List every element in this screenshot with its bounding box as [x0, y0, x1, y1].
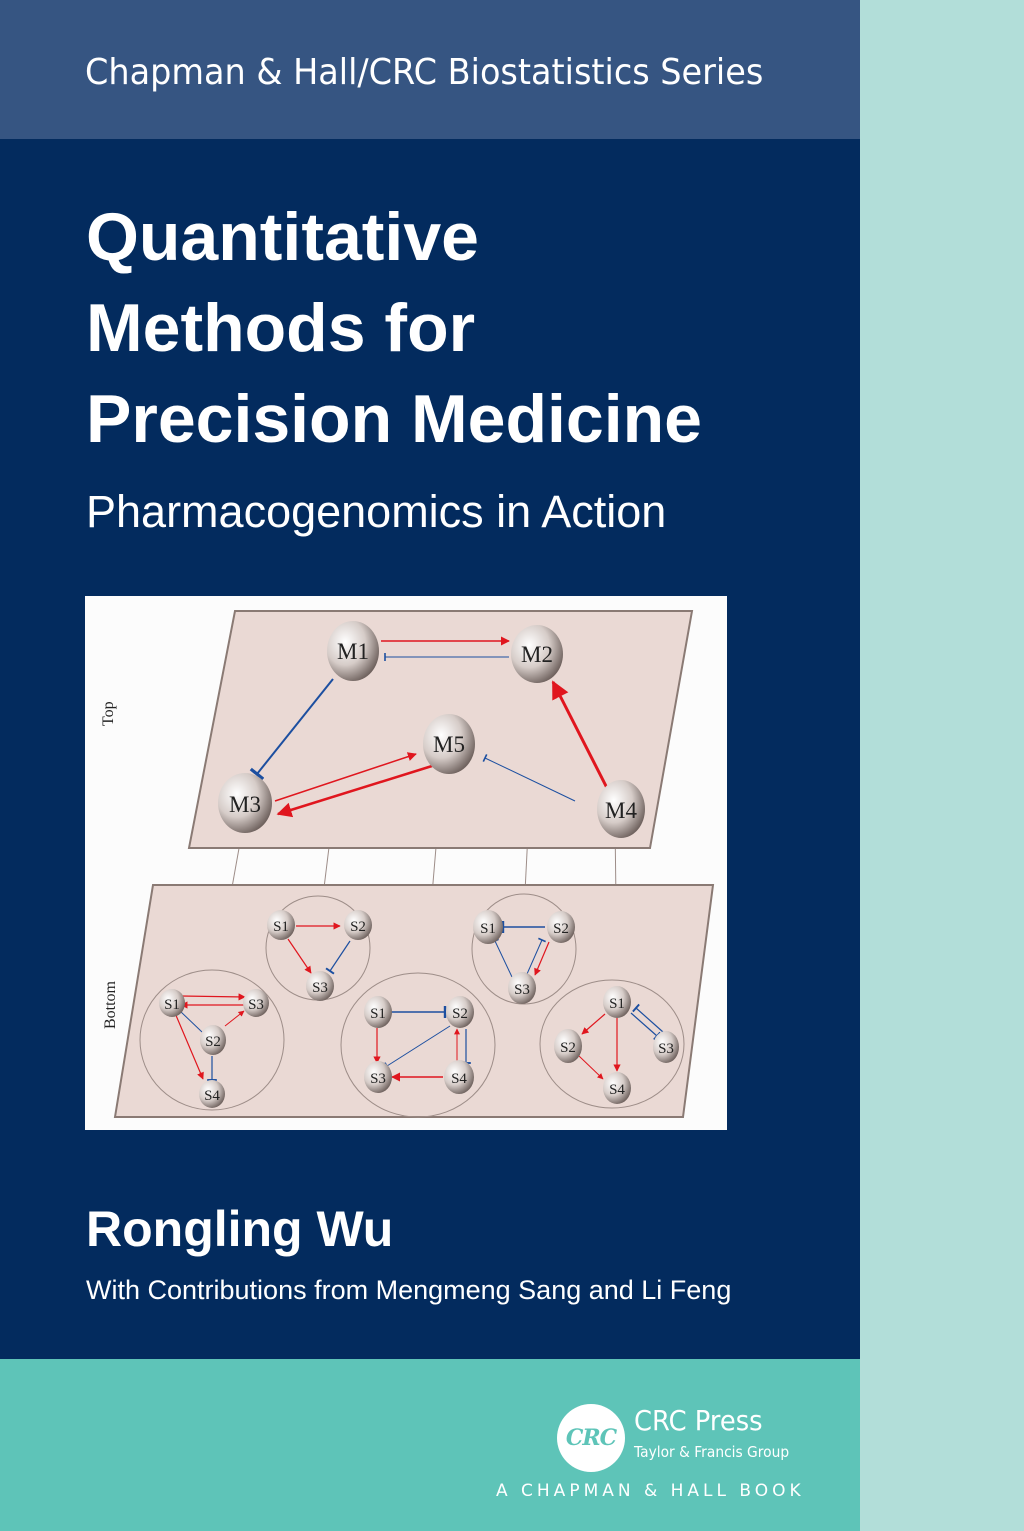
node-s1: S1: [609, 996, 625, 1012]
node-s4: S4: [204, 1088, 220, 1104]
node-s2: S2: [560, 1040, 576, 1056]
node-s3: S3: [514, 982, 530, 998]
node-s1: S1: [273, 919, 289, 935]
node-s2: S2: [350, 919, 366, 935]
network-diagram: Top M1 M2 M3 M4 M5: [85, 596, 727, 1130]
crc-logo-icon: CRC: [557, 1404, 625, 1472]
subnetwork-m4: S1 S2 S3 S4: [539, 979, 685, 1109]
subnetwork-m1: S1 S2 S3: [265, 895, 372, 1001]
title-line-1: Quantitative: [86, 199, 479, 275]
publisher-group: Taylor & Francis Group: [634, 1443, 790, 1461]
book-title: Quantitative Methods for Precision Medic…: [86, 192, 702, 465]
bottom-plane-label: Bottom: [102, 980, 119, 1029]
top-plane-label: Top: [100, 701, 117, 726]
node-m3: M3: [229, 792, 261, 817]
imprint-line: A CHAPMAN & HALL BOOK: [496, 1481, 805, 1501]
subnetwork-m2: S1 S2 S3: [471, 893, 577, 1005]
title-line-3: Precision Medicine: [86, 381, 702, 457]
node-m5: M5: [433, 732, 465, 757]
book-cover: Chapman & Hall/CRC Biostatistics Series …: [0, 0, 860, 1531]
back-spine-strip: [860, 0, 1024, 1531]
author-name: Rongling Wu: [86, 1201, 394, 1257]
crc-logo-text: CRC: [565, 1425, 617, 1451]
node-s2: S2: [553, 921, 569, 937]
node-s1: S1: [480, 921, 496, 937]
node-s3: S3: [370, 1071, 386, 1087]
node-s2: S2: [205, 1034, 221, 1050]
series-name: Chapman & Hall/CRC Biostatistics Series: [85, 52, 764, 93]
book-subtitle: Pharmacogenomics in Action: [86, 486, 667, 537]
subnetwork-m3: S1 S3 S2 S4: [139, 969, 285, 1111]
node-s1: S1: [164, 997, 180, 1013]
series-banner: Chapman & Hall/CRC Biostatistics Series: [0, 0, 860, 139]
node-s1: S1: [370, 1006, 386, 1022]
contributors-line: With Contributions from Mengmeng Sang an…: [86, 1275, 732, 1305]
title-line-2: Methods for: [86, 290, 476, 366]
node-m2: M2: [521, 642, 553, 667]
node-s2: S2: [452, 1006, 468, 1022]
bottom-plane: Bottom S1 S3 S2 S4: [102, 884, 715, 1118]
node-s4: S4: [451, 1071, 467, 1087]
subnetwork-m5: S1 S2 S3 S4: [340, 972, 496, 1118]
node-s3: S3: [658, 1041, 674, 1057]
node-s4: S4: [609, 1082, 625, 1098]
publisher-banner: [0, 1359, 860, 1531]
publisher-name: CRC Press: [634, 1404, 763, 1437]
node-s3: S3: [312, 980, 328, 996]
top-plane: Top M1 M2 M3 M4 M5: [100, 610, 694, 849]
node-s3: S3: [248, 997, 264, 1013]
node-m4: M4: [605, 798, 637, 823]
node-m1: M1: [337, 639, 369, 664]
